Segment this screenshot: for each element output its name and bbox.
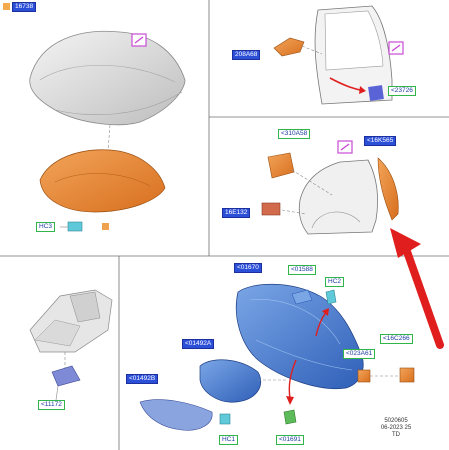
callout-dash-right-b[interactable]: <16C266 (380, 334, 413, 344)
dash-arrow-up (315, 311, 327, 337)
engine-shield-part (51, 365, 81, 387)
callout-dash-right-a[interactable]: <023A61 (343, 349, 376, 359)
dash-lower-part (139, 399, 213, 431)
hood-part (29, 30, 186, 126)
callout-dash-top-left[interactable]: <01670 (234, 263, 262, 273)
door-bracket-leader (301, 45, 323, 55)
footer-code: 5020605 (384, 418, 408, 424)
dash-cowl-part (199, 359, 262, 403)
fender-liner-part (377, 157, 399, 221)
dash-orange-part-2 (399, 367, 415, 383)
door-bracket-part (273, 37, 305, 57)
callout-engine[interactable]: <11172 (38, 400, 65, 410)
footer-date: 06-2023 25 (380, 425, 412, 431)
fender-part (298, 159, 378, 235)
callout-dash-top-right[interactable]: HC2 (325, 277, 345, 287)
fender-pad-part (261, 202, 281, 216)
engine-part (29, 289, 113, 353)
door-arrow-head (359, 86, 366, 94)
hood-leader (107, 124, 111, 153)
arrow-icon (390, 228, 444, 349)
callout-fender-orange[interactable]: <310A58 (278, 129, 311, 139)
hood-insulator-part (39, 149, 166, 213)
dash-orange-part-1 (357, 369, 371, 383)
callout-dash-bottom-num[interactable]: <01691 (276, 435, 304, 445)
dash-arrow-down-head (286, 396, 294, 405)
callout-dash-bottom-hc[interactable]: HC1 (219, 435, 239, 445)
engine-label-leader (55, 385, 59, 401)
dash-plug-part (283, 409, 297, 425)
callout-dash-left-low[interactable]: <01492B (126, 374, 159, 384)
fender-leader-1 (291, 169, 333, 196)
dash-arrow-down (288, 359, 297, 399)
dash-arrow-up-head (322, 308, 329, 316)
footer-block: 5020605 06-2023 25 TD (370, 418, 422, 439)
callout-hood-hc[interactable]: HC3 (36, 222, 56, 232)
callout-dash-top-mid[interactable]: <01588 (288, 265, 316, 275)
hood-clip-part (67, 221, 83, 232)
dash-hc1-clip-part (219, 413, 231, 425)
edit-icon[interactable] (131, 33, 147, 47)
footer-suffix: TD (392, 432, 400, 438)
dash-bracket-part (291, 289, 313, 305)
legend-swatch-hood (3, 3, 10, 10)
callout-hood-part-number[interactable]: 16738 (12, 2, 37, 12)
fender-shield-part (267, 152, 295, 179)
door-pad-part (368, 85, 384, 101)
callout-dash-left-mid[interactable]: <01492A (182, 339, 215, 349)
edit-icon[interactable] (337, 140, 353, 154)
edit-icon[interactable] (388, 41, 404, 55)
callout-door-right[interactable]: <23726 (388, 86, 416, 96)
door-arrow (329, 77, 361, 91)
callout-fender-left[interactable]: 16E132 (222, 208, 251, 218)
fender-leader-2 (281, 209, 307, 215)
callout-door-left[interactable]: 208A68 (232, 50, 261, 60)
dash-clip-part (325, 289, 337, 305)
callout-fender-blue[interactable]: <16K565 (364, 136, 397, 146)
hood-plug-part (102, 223, 109, 230)
